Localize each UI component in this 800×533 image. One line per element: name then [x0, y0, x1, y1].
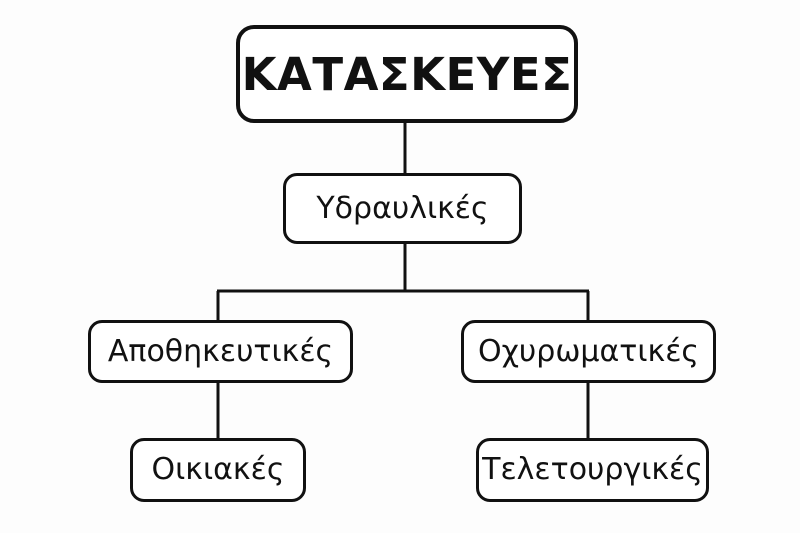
node-level2-label: Υδραυλικές	[316, 190, 489, 226]
node-level4-right-label: Τελετουργικές	[482, 452, 703, 487]
node-level3-left-label: Αποθηκευτικές	[107, 333, 334, 369]
node-level3-right-label: Οχυρωματικές	[477, 333, 700, 369]
node-level4-left-label: Οικιακές	[151, 452, 285, 487]
node-level3-apothikeftikes[interactable]: Αποθηκευτικές	[88, 320, 353, 383]
node-root-label: ΚΑΤΑΣΚΕΥΕΣ	[241, 47, 573, 101]
node-root-kataskeves[interactable]: ΚΑΤΑΣΚΕΥΕΣ	[236, 25, 578, 123]
node-level3-ochyromatikes[interactable]: Οχυρωματικές	[461, 320, 716, 383]
node-level4-oikiakes[interactable]: Οικιακές	[130, 438, 306, 502]
node-level4-teletourgikes[interactable]: Τελετουργικές	[476, 438, 709, 502]
node-level2-ydravlikes[interactable]: Υδραυλικές	[283, 173, 522, 244]
